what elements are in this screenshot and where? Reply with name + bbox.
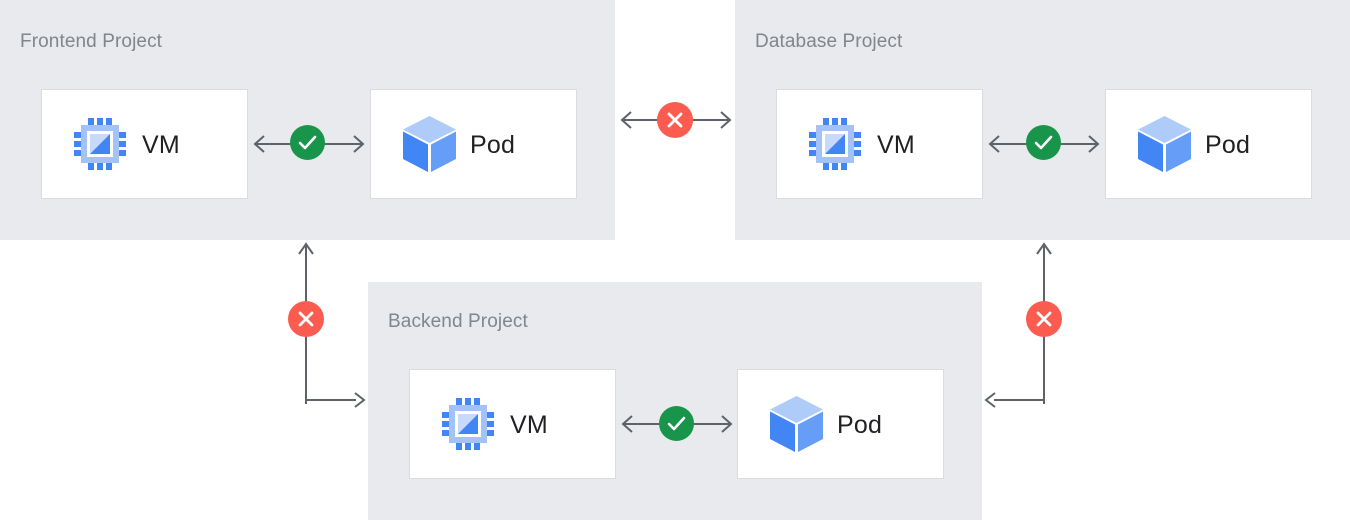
pod-cube-icon [1136, 115, 1193, 173]
status-badge-frontend-internal[interactable] [290, 125, 325, 160]
status-badge-backend-internal[interactable] [659, 406, 694, 441]
vm-chip-icon [809, 118, 861, 170]
check-circle-icon [667, 416, 686, 431]
pod-cube-icon [768, 395, 825, 453]
resource-label-frontend-vm: VM [142, 131, 180, 159]
resource-label-frontend-pod: Pod [470, 131, 516, 159]
resource-label-backend-pod: Pod [837, 411, 883, 439]
x-circle-icon [667, 112, 683, 128]
vm-chip-icon [74, 118, 126, 170]
pod-cube-icon [401, 115, 458, 173]
check-circle-icon [298, 135, 317, 150]
project-title-backend: Backend Project [388, 311, 528, 332]
check-circle-icon [1034, 135, 1053, 150]
resource-label-database-pod: Pod [1205, 131, 1251, 159]
vm-chip-icon [442, 398, 494, 450]
status-badge-backend-database[interactable] [1026, 301, 1062, 337]
project-title-database: Database Project [755, 31, 903, 52]
resource-label-backend-vm: VM [510, 411, 548, 439]
x-circle-icon [1036, 311, 1052, 327]
resource-label-database-vm: VM [877, 131, 915, 159]
x-circle-icon [298, 311, 314, 327]
project-title-frontend: Frontend Project [20, 31, 163, 52]
status-badge-database-internal[interactable] [1026, 125, 1061, 160]
status-badge-backend-frontend[interactable] [288, 301, 324, 337]
status-badge-frontend-database[interactable] [657, 102, 693, 138]
